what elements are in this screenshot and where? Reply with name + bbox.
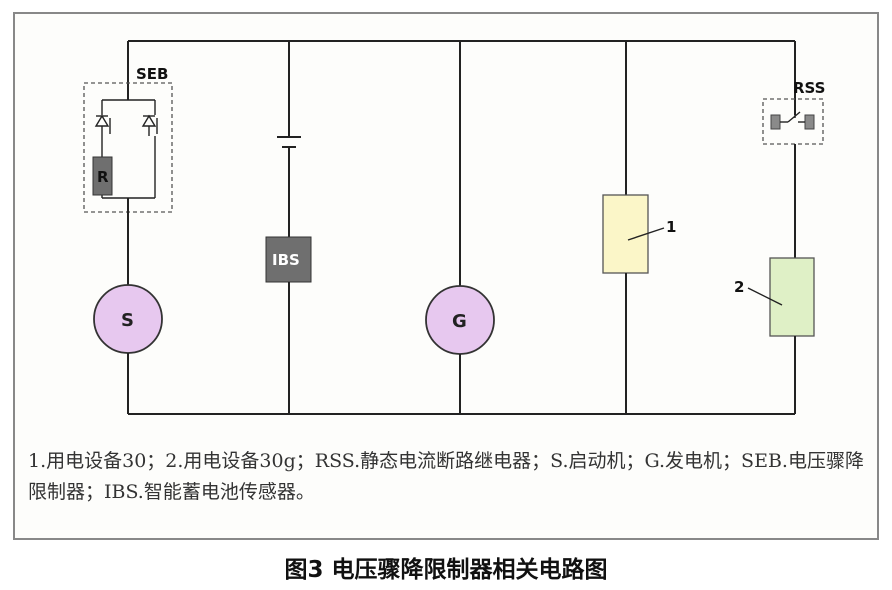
seb-resistor-r: [92, 156, 113, 196]
rss-switch-icon: [770, 111, 815, 130]
callout-2-label: 2: [734, 278, 744, 296]
diagram-frame: [13, 12, 879, 540]
rss-dashed-box: [762, 98, 824, 145]
seb-left-diode-icon: [94, 114, 110, 127]
ibs-label: IBS: [272, 251, 300, 269]
callout-2-leader: [747, 287, 783, 306]
generator-g-label: G: [452, 311, 467, 332]
resistor-r-label: R: [97, 168, 109, 186]
consumer-2-box: [769, 257, 815, 337]
consumer-1-box: [602, 194, 649, 274]
seb-right-diode-icon: [141, 114, 157, 127]
legend-caption: 1.用电设备30；2.用电设备30g；RSS.静态电流断路继电器；S.启动机；G…: [28, 450, 864, 503]
seb-label: SEB: [136, 65, 168, 83]
callout-1-leader: [627, 227, 665, 241]
rss-label: RSS: [793, 79, 825, 97]
starter-s-label: S: [121, 310, 134, 331]
figure-title: 图3 电压骤降限制器相关电路图: [284, 557, 608, 583]
callout-1-label: 1: [666, 218, 676, 236]
ibs-sensor-box: [265, 236, 312, 283]
